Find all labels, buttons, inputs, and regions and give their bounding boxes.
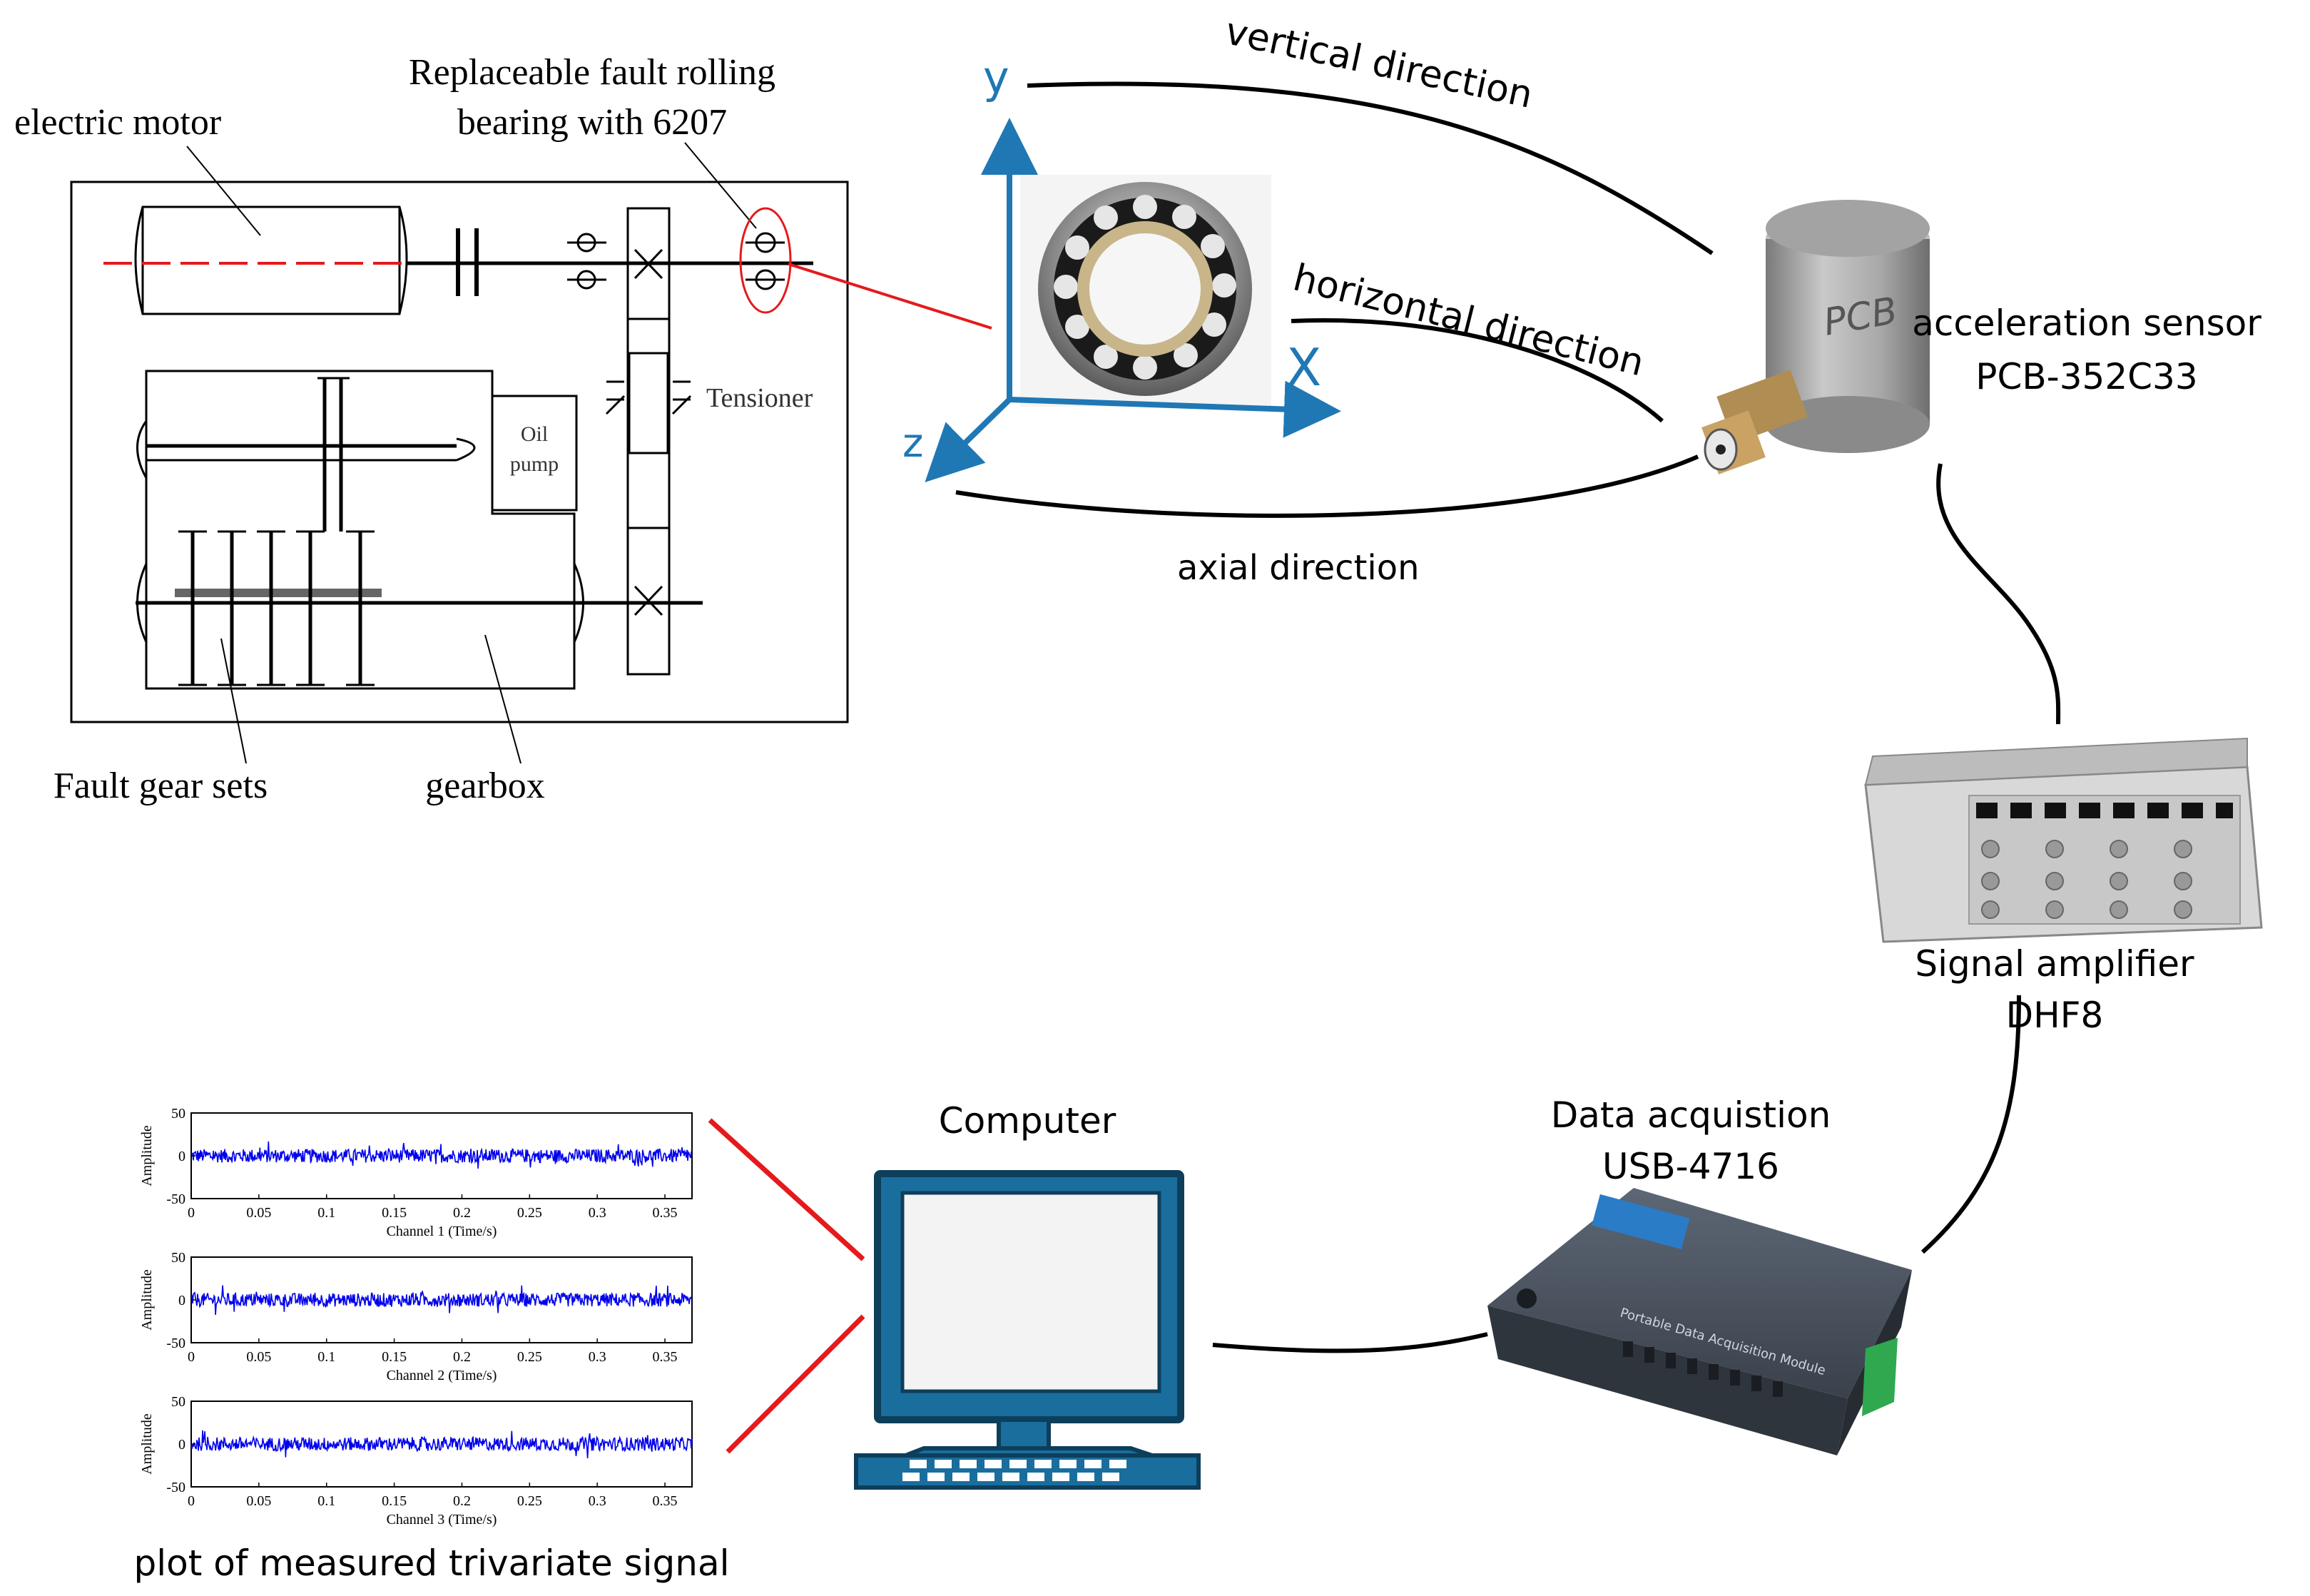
x-axis-label: Channel 3 (Time/s) (387, 1512, 497, 1528)
label-electric-motor: electric motor (14, 102, 221, 143)
label-amplifier-line2: DHF8 (2006, 995, 2104, 1036)
label-sensor-line2: PCB-352C33 (1975, 356, 2197, 397)
x-tick-label: 0.25 (517, 1349, 542, 1365)
fault-bearing-highlight (739, 207, 792, 314)
x-axis-label: Channel 2 (Time/s) (387, 1368, 497, 1383)
x-tick-label: 0.35 (653, 1205, 678, 1221)
computer-icon (854, 1170, 1201, 1490)
x-tick-label: 0.1 (317, 1205, 335, 1221)
bearing-callout-line (788, 263, 992, 330)
x-tick-label: 0.3 (589, 1349, 606, 1365)
signal-amplifier (1864, 737, 2263, 943)
test-rig-frame (70, 181, 849, 723)
x-tick-label: 0.05 (246, 1205, 271, 1221)
y-tick-label: 0 (178, 1149, 185, 1164)
x-axis-label: Channel 1 (Time/s) (387, 1224, 497, 1239)
plot-connector-top (708, 1118, 865, 1261)
x-tick-label: 0.15 (382, 1349, 407, 1365)
x-tick-label: 0.15 (382, 1205, 407, 1221)
axis-label-x: X (1286, 337, 1321, 397)
data-acquisition-module (1487, 1188, 1912, 1455)
amplifier-to-daq-cable (1920, 995, 2021, 1254)
electric-motor-drawing (134, 205, 408, 315)
z-axis-arrow (925, 397, 1012, 482)
plot-connector-bottom (726, 1314, 865, 1454)
signal-trace (190, 1141, 692, 1169)
label-daq-line2: USB-4716 (1602, 1146, 1779, 1187)
y-axis-label: Amplitude (139, 1125, 155, 1186)
mechanical-schematic (70, 142, 849, 764)
y-tick-label: 50 (171, 1106, 185, 1122)
label-bearing-line1: Replaceable fault rolling (409, 52, 775, 93)
x-tick-label: 0.25 (517, 1205, 542, 1221)
x-tick-label: 0.2 (453, 1349, 471, 1365)
label-sensor-line1: acceleration sensor (1912, 303, 2261, 344)
signal-trace (190, 1430, 693, 1459)
label-gearbox: gearbox (425, 766, 544, 806)
x-tick-label: 0.1 (317, 1493, 335, 1509)
label-axial-direction: axial direction (1177, 548, 1420, 588)
y-tick-label: -50 (166, 1191, 185, 1207)
x-tick-label: 0.2 (453, 1205, 471, 1221)
vertical-direction-curve (1027, 81, 1714, 255)
x-tick-label: 0 (188, 1205, 195, 1221)
label-amplifier-line1: Signal amplifier (1915, 943, 2194, 985)
x-tick-label: 0.2 (453, 1493, 471, 1509)
x-tick-label: 0.1 (317, 1349, 335, 1365)
x-tick-label: 0.35 (653, 1493, 678, 1509)
x-tick-label: 0.35 (653, 1349, 678, 1365)
y-tick-label: 0 (178, 1293, 185, 1308)
x-axis-arrow (1009, 380, 1341, 438)
axial-direction-curve (955, 454, 1699, 518)
y-axis-label: Amplitude (139, 1269, 155, 1331)
y-tick-label: -50 (166, 1336, 185, 1351)
x-tick-label: 0 (188, 1493, 195, 1509)
acceleration-sensor (1701, 200, 1930, 474)
label-computer: Computer (939, 1100, 1116, 1142)
label-plot-caption: plot of measured trivariate signal (133, 1542, 729, 1584)
y-tick-label: 0 (178, 1437, 185, 1453)
bearing-photo (1020, 175, 1271, 407)
y-tick-label: 50 (171, 1250, 185, 1266)
y-axis-label: Amplitude (139, 1413, 155, 1475)
daq-to-computer-cable (1212, 1332, 1488, 1353)
signal-trace (190, 1285, 693, 1315)
label-bearing-line2: bearing with 6207 (457, 102, 727, 143)
y-tick-label: 50 (171, 1394, 185, 1410)
horizontal-direction-curve (1291, 318, 1664, 423)
label-fault-gear-sets: Fault gear sets (54, 766, 268, 806)
x-tick-label: 0.15 (382, 1493, 407, 1509)
label-daq-line1: Data acquistion (1551, 1094, 1831, 1136)
axis-label-z: z (902, 420, 923, 467)
axis-label-y: y (983, 51, 1009, 103)
x-tick-label: 0.25 (517, 1493, 542, 1509)
coordinate-axes (925, 118, 1341, 482)
sensor-to-amplifier-cable (1936, 463, 2061, 725)
x-tick-label: 0.3 (589, 1205, 606, 1221)
x-tick-label: 0.05 (246, 1349, 271, 1365)
x-tick-label: 0.05 (246, 1493, 271, 1509)
x-tick-label: 0 (188, 1349, 195, 1365)
label-vertical-direction: vertical direction (1221, 10, 1536, 117)
y-tick-label: -50 (166, 1480, 185, 1495)
label-pump: pump (510, 452, 559, 476)
x-tick-label: 0.3 (589, 1493, 606, 1509)
label-oil: Oil (521, 422, 548, 446)
label-tensioner: Tensioner (706, 383, 813, 413)
